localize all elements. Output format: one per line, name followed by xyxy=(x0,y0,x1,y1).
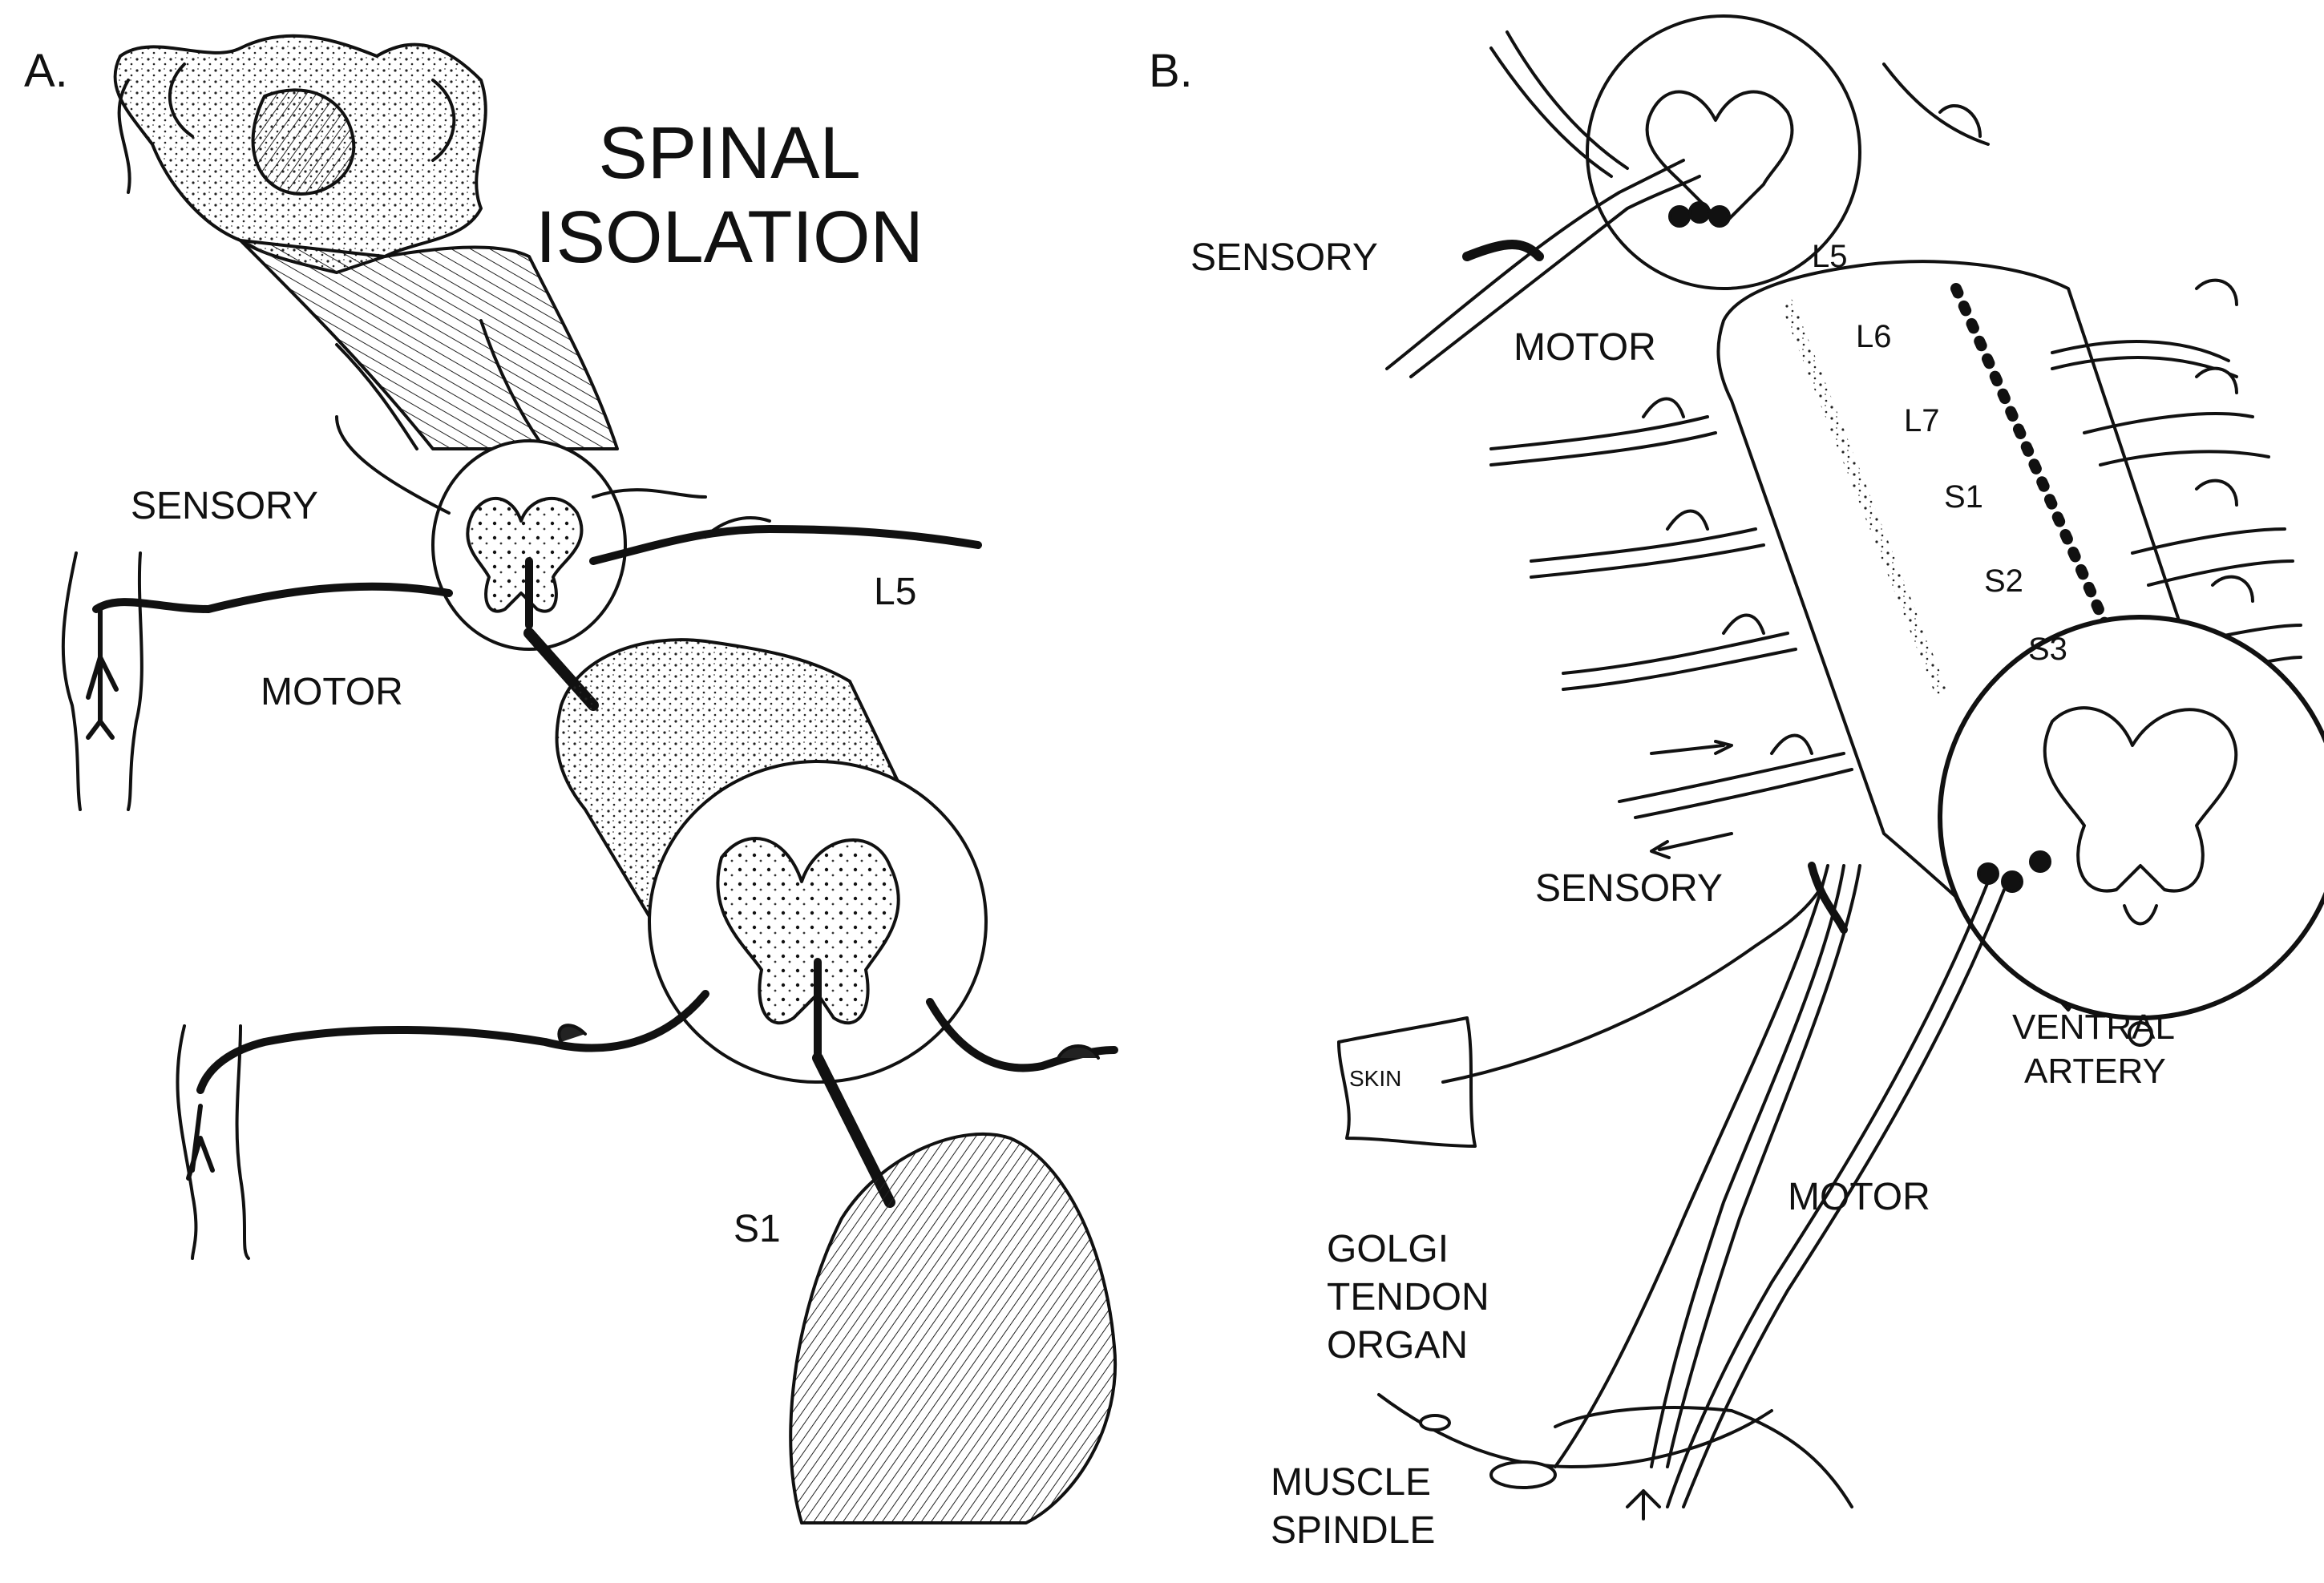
panel-b-motor-bottom-label: MOTOR xyxy=(1788,1176,1930,1218)
ventral-artery-label-line2: ARTERY xyxy=(2024,1052,2166,1091)
muscle-outline xyxy=(1377,1393,1853,1520)
panel-a-drawing xyxy=(61,34,1118,1524)
skin-patch xyxy=(1337,888,1821,1148)
s1-nerve-roots xyxy=(196,990,1118,1094)
golgi-shape xyxy=(1419,1414,1451,1432)
segment-label-l5: L5 xyxy=(1812,239,1848,274)
spindle-label-line1: MUSCLE xyxy=(1271,1461,1432,1504)
panel-a-l5-label: L5 xyxy=(874,571,917,613)
panel-a-title-line2: ISOLATION xyxy=(536,196,924,278)
golgi-label-line2: TENDON xyxy=(1327,1276,1489,1318)
panel-a-motor-label: MOTOR xyxy=(261,671,403,713)
golgi-label-line1: GOLGI xyxy=(1327,1228,1449,1270)
l5-nerve-roots xyxy=(92,415,982,613)
spinal-tract-a xyxy=(239,239,619,450)
panel-a-s1-label: S1 xyxy=(734,1208,781,1250)
ventral-artery-label-line1: VENTRAL xyxy=(2012,1008,2175,1047)
panel-b-letter: B. xyxy=(1149,45,1193,97)
golgi-label-line3: ORGAN xyxy=(1327,1324,1469,1367)
upper-cross-section xyxy=(1586,14,1861,290)
right-leg-a xyxy=(176,1024,250,1260)
l5-cross-section xyxy=(431,439,627,651)
upper-fibres xyxy=(1385,30,1990,378)
peripheral-fibres xyxy=(1554,862,2006,1508)
lower-cross-section xyxy=(1938,615,2324,1047)
panel-a-title-line1: SPINAL xyxy=(598,112,861,194)
panel-b-motor-top-label: MOTOR xyxy=(1514,326,1656,369)
panel-b-sensory-bottom-label: SENSORY xyxy=(1535,867,1723,910)
panel-a-letter: A. xyxy=(24,45,68,97)
segment-label-s3: S3 xyxy=(2028,632,2067,667)
ventral-artery-marker xyxy=(2128,1021,2153,1047)
brainstem-illustration xyxy=(113,34,487,274)
segment-label-l6: L6 xyxy=(1856,319,1892,354)
s1-cylinder xyxy=(555,638,988,1084)
left-leg-a xyxy=(61,551,143,811)
spindle-shape xyxy=(1489,1460,1557,1489)
panel-b-sensory-top-label: SENSORY xyxy=(1190,236,1378,279)
segment-label-s1: S1 xyxy=(1944,479,1983,515)
skin-label: SKIN xyxy=(1349,1066,1402,1091)
segmental-roots xyxy=(1489,278,2302,859)
segment-label-l7: L7 xyxy=(1904,403,1940,438)
panel-a-sensory-label: SENSORY xyxy=(131,485,318,527)
segment-label-s2: S2 xyxy=(1984,563,2023,599)
panel-b-drawing xyxy=(1337,14,2324,1520)
sacral-mass xyxy=(789,1132,1118,1524)
spindle-label-line2: SPINDLE xyxy=(1271,1509,1436,1552)
